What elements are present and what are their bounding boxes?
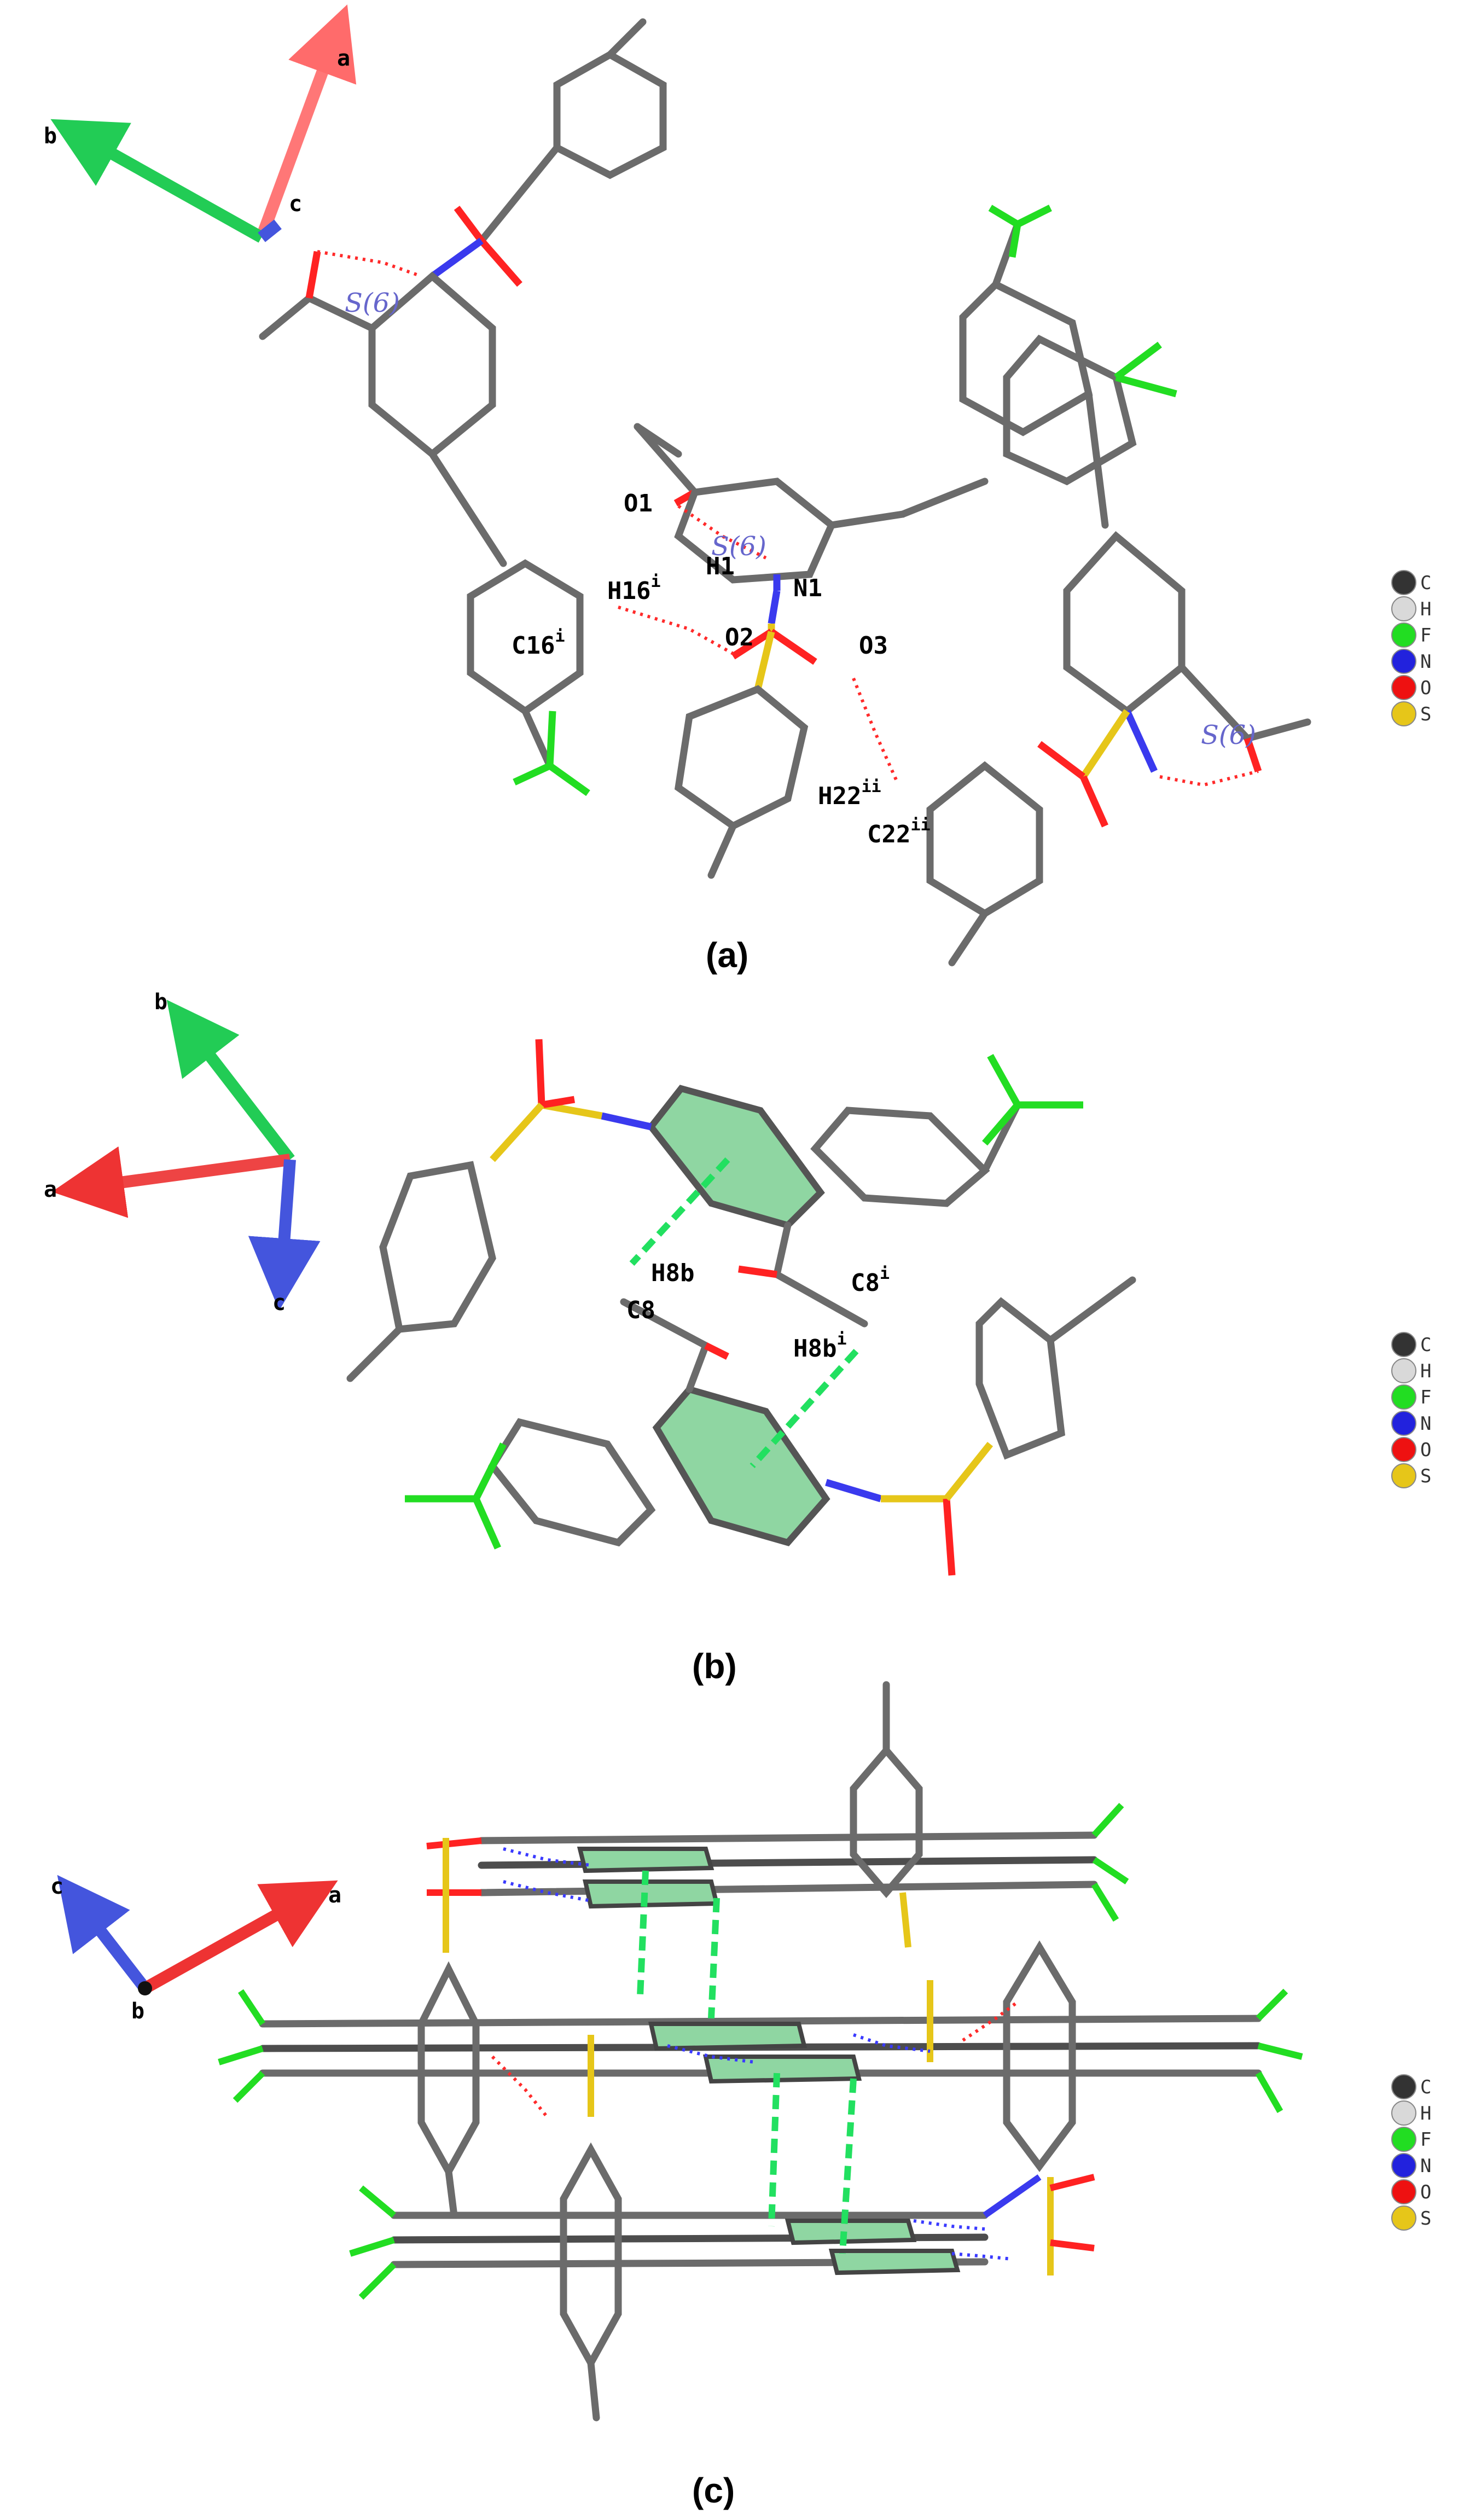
atom-label-c22: C22ii bbox=[867, 816, 931, 848]
axis-a-arrow-b bbox=[51, 1146, 291, 1218]
legend-swatch-f bbox=[1391, 1384, 1416, 1410]
axis-label-a-left: a bbox=[44, 1177, 57, 1202]
axis-a-arrow-c bbox=[142, 1880, 338, 1994]
legend-swatch-c bbox=[1391, 1332, 1416, 1357]
ring-highlight-bottom bbox=[652, 1386, 830, 1546]
atom-label-h8b: H8b bbox=[651, 1259, 694, 1287]
axis-label-a: a bbox=[337, 46, 350, 71]
axis-label-c: c bbox=[289, 191, 302, 217]
pi-stack-contact-2 bbox=[708, 1898, 720, 2019]
stack-layer-top bbox=[426, 1681, 1129, 1953]
legend-swatch-h bbox=[1391, 2100, 1416, 2126]
legend-swatch-s bbox=[1391, 2205, 1416, 2231]
legend-swatch-n bbox=[1391, 649, 1416, 674]
motif-label-right: S(6) bbox=[1201, 720, 1256, 750]
legend-label-c: C bbox=[1420, 572, 1431, 594]
legend-swatch-n bbox=[1391, 2153, 1416, 2178]
panel-caption-c: (c) bbox=[692, 2471, 735, 2510]
legend-label-c: C bbox=[1420, 1334, 1431, 1356]
legend-swatch-c bbox=[1391, 570, 1416, 595]
panel-a: a b c bbox=[44, 4, 1311, 975]
legend-label-s: S bbox=[1420, 1465, 1431, 1487]
atom-label-o3: O3 bbox=[859, 632, 888, 660]
legend-swatch-o bbox=[1391, 1437, 1416, 1462]
atom-label-h16: H16i bbox=[607, 572, 661, 605]
axis-label-a-c: a bbox=[328, 1883, 341, 1908]
molecule-bottom-b bbox=[405, 1276, 1136, 1576]
molecule-left-a bbox=[259, 18, 667, 796]
axis-label-b: b bbox=[44, 124, 57, 149]
legend-label-n: N bbox=[1420, 651, 1431, 673]
motif-label-center: S(6) bbox=[711, 531, 766, 562]
panel-caption-b: (b) bbox=[692, 1646, 737, 1686]
stack-layer-bottom bbox=[349, 2142, 1095, 2422]
atom-label-h22: H22ii bbox=[818, 777, 881, 810]
axis-b-arrow bbox=[50, 119, 265, 243]
legend-label-h: H bbox=[1420, 598, 1431, 620]
atom-label-c8: C8 bbox=[626, 1296, 655, 1324]
legend-label-f: F bbox=[1420, 2129, 1431, 2151]
legend-swatch-s bbox=[1391, 701, 1416, 726]
legend-label-h: H bbox=[1420, 2103, 1431, 2125]
legend-swatch-h bbox=[1391, 1358, 1416, 1383]
legend-label-c: C bbox=[1420, 2076, 1431, 2098]
atom-label-c8i: C8i bbox=[851, 1264, 890, 1297]
stack-layer-middle bbox=[218, 1940, 1303, 2219]
panel-c: c a b bbox=[50, 1681, 1303, 2510]
legend-label-s: S bbox=[1420, 703, 1431, 725]
legend-swatch-c bbox=[1391, 2074, 1416, 2099]
legend-label-n: N bbox=[1420, 1413, 1431, 1435]
axes-triad-b: b a c bbox=[44, 990, 321, 1316]
legend-label-s: S bbox=[1420, 2208, 1431, 2230]
legend-label-n: N bbox=[1420, 2155, 1431, 2177]
legend-swatch-f bbox=[1391, 622, 1416, 648]
atom-label-o2: O2 bbox=[725, 624, 754, 651]
legend-swatch-f bbox=[1391, 2127, 1416, 2152]
legend-label-o: O bbox=[1420, 2181, 1431, 2203]
axes-triad-c: c a b bbox=[50, 1874, 341, 2024]
ring-highlight-top bbox=[647, 1085, 825, 1229]
axis-c-arrow bbox=[258, 219, 282, 242]
atom-label-n1: N1 bbox=[793, 574, 822, 602]
axis-c-arrow-b bbox=[248, 1159, 321, 1311]
legend-swatch-h bbox=[1391, 596, 1416, 621]
panel-caption-a: (a) bbox=[706, 935, 748, 975]
panel-b: b a c bbox=[44, 990, 1136, 1686]
axis-label-b-c: b bbox=[131, 1999, 144, 2024]
axis-label-c-c: c bbox=[50, 1874, 63, 1899]
molecule-center-a bbox=[618, 423, 989, 879]
pi-stack-contact-3 bbox=[768, 2073, 780, 2227]
legend-label-f: F bbox=[1420, 625, 1431, 647]
motif-label-left: S(6) bbox=[345, 288, 400, 318]
axis-b-origin bbox=[138, 1981, 152, 1995]
ch-pi-contact-bottom bbox=[750, 1348, 859, 1469]
axis-label-b-top: b bbox=[154, 990, 167, 1015]
atom-label-h8bi: H8bi bbox=[793, 1330, 847, 1363]
axis-b-arrow-b bbox=[166, 999, 295, 1163]
legend-label-o: O bbox=[1420, 1439, 1431, 1461]
legend-label-h: H bbox=[1420, 1360, 1431, 1382]
atom-label-c16: C16i bbox=[512, 627, 565, 660]
atom-label-h1: H1 bbox=[706, 552, 735, 580]
axes-triad-a: a b c bbox=[44, 4, 357, 243]
legend-label-o: O bbox=[1420, 677, 1431, 699]
legend-swatch-o bbox=[1391, 2179, 1416, 2204]
axis-a-arrow bbox=[255, 4, 357, 240]
ch-pi-contact-top bbox=[629, 1157, 730, 1266]
legend-swatch-o bbox=[1391, 675, 1416, 700]
legend-label-f: F bbox=[1420, 1387, 1431, 1409]
pi-stack-contact-4 bbox=[839, 2078, 857, 2254]
molecule-right-a bbox=[926, 205, 1311, 967]
atom-label-o1: O1 bbox=[624, 490, 653, 517]
axis-label-c-bottom: c bbox=[272, 1290, 286, 1316]
molecule-top-b bbox=[346, 1039, 1083, 1382]
axis-c-arrow-c bbox=[57, 1875, 150, 1992]
legend-swatch-s bbox=[1391, 1463, 1416, 1488]
legend-swatch-n bbox=[1391, 1411, 1416, 1436]
